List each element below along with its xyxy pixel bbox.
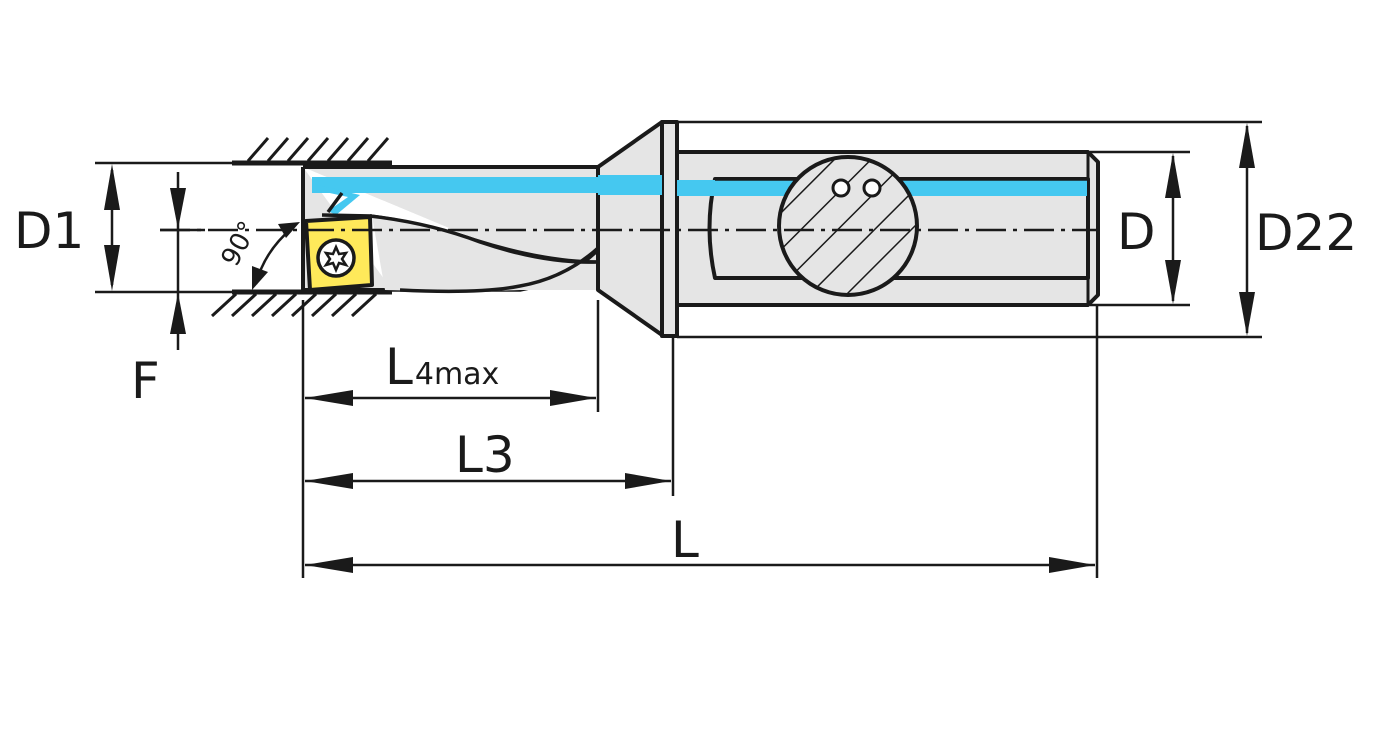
coolant-hole-2 bbox=[862, 178, 882, 198]
label-d: D bbox=[1117, 203, 1156, 261]
section-view bbox=[777, 155, 919, 297]
label-angle: 90° bbox=[216, 217, 264, 272]
torx-star bbox=[323, 243, 349, 274]
dimension-lines bbox=[104, 123, 1255, 573]
flute-fill bbox=[372, 216, 598, 291]
label-d1: D1 bbox=[14, 202, 84, 260]
label-l: L bbox=[671, 511, 699, 569]
torx-screw-icon bbox=[316, 238, 356, 278]
cutting-insert bbox=[304, 215, 374, 292]
coolant-hole-1 bbox=[831, 178, 851, 198]
extension-lines bbox=[95, 120, 1262, 578]
label-l3: L3 bbox=[455, 426, 515, 484]
label-l4max-main: L bbox=[385, 338, 413, 396]
label-l4max: L4max bbox=[385, 338, 499, 396]
tool-taper bbox=[596, 120, 664, 337]
label-d22: D22 bbox=[1255, 204, 1357, 262]
label-l4max-sub: 4max bbox=[415, 357, 499, 392]
label-f: F bbox=[131, 352, 160, 410]
